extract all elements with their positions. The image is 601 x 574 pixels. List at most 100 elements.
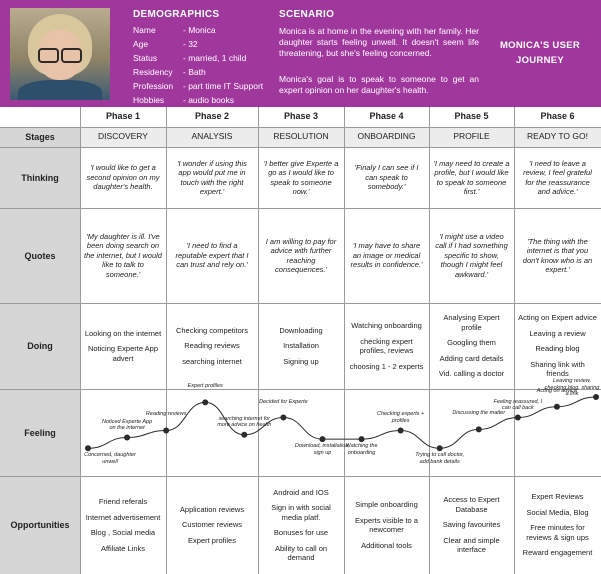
opportunity-item: Sign in with social media platf. (271, 503, 331, 522)
opportunity-item: Experts visible to a newcomer (355, 515, 418, 535)
feeling-point (514, 414, 521, 421)
column-divider (344, 107, 345, 574)
phase-header: Phase 1 (105, 111, 141, 122)
doing-item: Downloading (279, 325, 323, 335)
stage-name: ANALYSIS (191, 131, 233, 142)
thinking-text: 'I wonder if using this app would put me… (177, 158, 247, 197)
feeling-point-label: searching internet for more advice on he… (217, 415, 272, 429)
quote-text: 'I might use a video call if I had somet… (435, 231, 508, 279)
opportunity-item: Reward engagement (522, 548, 593, 558)
opportunity-item: Social Media, Blog (526, 507, 589, 517)
stage-name: ONBOARDING (357, 131, 416, 142)
journey-title: MONICA'S USER JOURNEY (499, 40, 581, 66)
feeling-point-label: Checking experts + profiles (376, 411, 425, 424)
doing-item: Checking competitors (175, 325, 249, 335)
opportunity-item: Saving favourites (442, 520, 501, 530)
phase-header: Phase 6 (540, 111, 575, 122)
quote-text: 'My daughter is ill. I've been doing sea… (84, 231, 162, 279)
feeling-point (397, 427, 404, 434)
feeling-point (319, 436, 326, 443)
row-divider (0, 476, 601, 477)
feeling-point-label: Download, installation, sign up (294, 443, 350, 456)
feeling-point-label: Noticed Experte App on the internet (101, 418, 153, 432)
doing-item: Installation (283, 341, 319, 351)
thinking-text: 'I may need to create a profile, but I w… (433, 158, 510, 197)
quote-text: 'The thing with the internet is that you… (522, 236, 593, 275)
feeling-point-label: Watching the onboarding (345, 443, 378, 456)
feeling-point-label: Trying to call doctor, add bank details (415, 452, 465, 465)
scenario-title: SCENARIO (279, 9, 335, 20)
doing-item: Signing up (283, 356, 319, 366)
opportunity-item: Expert Reviews (531, 492, 584, 502)
row-divider (0, 303, 601, 304)
column-divider (429, 107, 430, 574)
stage-name: DISCOVERY (98, 131, 148, 142)
feeling-point (202, 399, 209, 406)
column-divider (258, 107, 259, 574)
column-divider (80, 107, 81, 574)
stage-name: READY TO GO! (527, 131, 588, 142)
row-divider (0, 147, 601, 148)
row-label-feeling: Feeling (24, 427, 56, 438)
feeling-point (358, 436, 365, 443)
opportunity-item: Clear and simple interface (443, 535, 500, 555)
thinking-text: 'I better give Experte a go as I would l… (263, 158, 339, 197)
demographics-title: DEMOGRAPHICS (133, 9, 220, 20)
feeling-point (593, 394, 599, 400)
stage-name: PROFILE (453, 131, 490, 142)
quote-text: I am willing to pay for advice with furt… (265, 236, 337, 275)
opportunity-item: Affiliate Links (100, 543, 146, 553)
doing-item: Adding card details (439, 353, 504, 363)
opportunity-item: Access to Expert Database (443, 495, 500, 514)
feeling-point-label: Concerned, daughter unwell (84, 452, 136, 465)
scenario-paragraph-1: Monica is at home in the evening with he… (279, 26, 479, 58)
row-divider (0, 389, 601, 390)
feeling-point (436, 445, 443, 452)
column-divider (514, 107, 515, 574)
doing-item: Googling them (447, 338, 496, 348)
feeling-point-label: Discussing the matter (452, 410, 506, 417)
doing-item: Reading blog (535, 344, 580, 354)
feeling-point-label: Reading reviews (145, 411, 187, 418)
feeling-point-label: Leaving review, checking blog, sharing a… (544, 378, 600, 397)
phase-header: Phase 5 (454, 111, 489, 122)
doing-item: Vid. calling a doctor (438, 369, 505, 379)
opportunity-item: Friend referals (98, 497, 148, 506)
feeling-point (163, 427, 170, 434)
persona-photo (10, 8, 110, 100)
phase-header: Phase 4 (369, 111, 404, 122)
thinking-text: 'Finaly I can see if I can speak to some… (354, 163, 419, 192)
doing-item: Analysing Expert profile (443, 313, 500, 332)
opportunity-item: Internet advertisement (85, 512, 161, 522)
opportunity-item: Free minutes for reviews & sign ups (526, 523, 589, 542)
row-label-opportunities: Opportunities (10, 520, 70, 530)
row-divider (0, 127, 601, 128)
feeling-point-label: Acting on advice (536, 387, 578, 394)
doing-item: choosing 1 - 2 experts (349, 361, 424, 371)
opportunity-item: Customer reviews (181, 520, 242, 530)
phase-header: Phase 3 (283, 111, 319, 122)
opportunity-item: Expert profiles (188, 535, 236, 545)
row-label-stages: Stages (25, 132, 55, 142)
feeling-point (241, 431, 248, 438)
feeling-point (553, 403, 560, 410)
doing-item: Watching onboarding (351, 321, 422, 330)
row-label-doing: Doing (27, 341, 53, 351)
row-divider (0, 208, 601, 209)
row-label-thinking: Thinking (21, 172, 59, 183)
doing-item: Sharing link with friends (530, 359, 585, 379)
feeling-point-label: Feeling reassured, I can call back (493, 398, 543, 412)
feeling-point-label: Expert profiles (187, 383, 223, 390)
opportunity-item: Blog , Social media (90, 528, 156, 537)
